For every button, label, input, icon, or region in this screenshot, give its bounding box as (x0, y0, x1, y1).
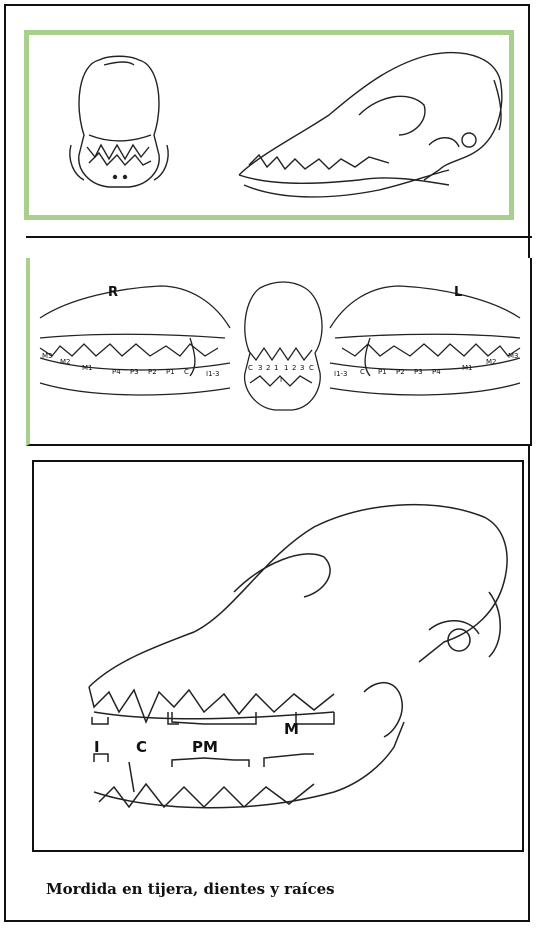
front-tooth-label-C-right: C (248, 364, 253, 372)
left-tooth-label-P4: P4 (432, 368, 441, 376)
left-tooth-label-P3: P3 (414, 368, 423, 376)
front-incisor-label: I (280, 376, 282, 384)
left-tooth-label-M2: M2 (486, 358, 497, 366)
side-left-label: L (454, 285, 462, 300)
right-tooth-label-I1-3: I1-3 (206, 370, 220, 378)
panel-skull-front-and-side (24, 30, 514, 220)
skull-front-view (70, 56, 168, 187)
tooth-type-canine-label: C (136, 738, 147, 756)
left-tooth-label-M3: M3 (508, 352, 519, 360)
left-tooth-label-C: C (360, 368, 365, 376)
left-teeth-labels: I1-3 C P1 P2 P3 P4 M1 M2 M3 (334, 352, 519, 378)
right-tooth-label-C: C (184, 368, 189, 376)
right-tooth-label-M3: M3 (42, 352, 53, 360)
skull-front-side-illustration (29, 35, 509, 215)
left-tooth-label-I1-3: I1-3 (334, 370, 348, 378)
front-tooth-label-1-left: 1 (284, 364, 288, 372)
skull-side-view (239, 53, 502, 197)
left-tooth-label-P2: P2 (396, 368, 405, 376)
right-tooth-label-P2: P2 (148, 368, 157, 376)
right-tooth-label-P1: P1 (166, 368, 175, 376)
right-tooth-label-P4: P4 (112, 368, 121, 376)
front-teeth-labels: C 3 2 1 1 2 3 C I (248, 364, 314, 384)
tooth-type-labels: I C PM M (94, 720, 299, 756)
panel-dental-chart: R L M3 M2 M1 P4 P3 P2 P1 C I1-3 C 3 2 1 … (26, 258, 532, 446)
figure-caption: Mordida en tijera, dientes y raíces (46, 880, 335, 898)
side-right-label: R (108, 285, 118, 300)
front-tooth-label-1-right: 1 (274, 364, 278, 372)
panel-divider (26, 236, 532, 238)
front-tooth-label-2-left: 2 (292, 364, 296, 372)
left-tooth-label-M1: M1 (462, 364, 473, 372)
right-teeth-labels: M3 M2 M1 P4 P3 P2 P1 C I1-3 (42, 352, 220, 378)
front-tooth-label-C-left: C (309, 364, 314, 372)
front-tooth-label-2-right: 2 (266, 364, 270, 372)
tooth-type-molar-label: M (284, 720, 299, 738)
right-tooth-label-M1: M1 (82, 364, 93, 372)
right-tooth-label-P3: P3 (130, 368, 139, 376)
tooth-type-premolar-label: PM (192, 738, 218, 756)
dental-chart-illustration: R L M3 M2 M1 P4 P3 P2 P1 C I1-3 C 3 2 1 … (30, 258, 530, 442)
front-tooth-label-3-right: 3 (258, 364, 262, 372)
front-tooth-label-3-left: 3 (300, 364, 304, 372)
skull-teeth-types-illustration: I C PM M (34, 462, 522, 850)
left-tooth-label-P1: P1 (378, 368, 387, 376)
panel-skull-teeth-types: I C PM M (32, 460, 524, 852)
tooth-type-incisor-label: I (94, 738, 100, 756)
right-tooth-label-M2: M2 (60, 358, 71, 366)
